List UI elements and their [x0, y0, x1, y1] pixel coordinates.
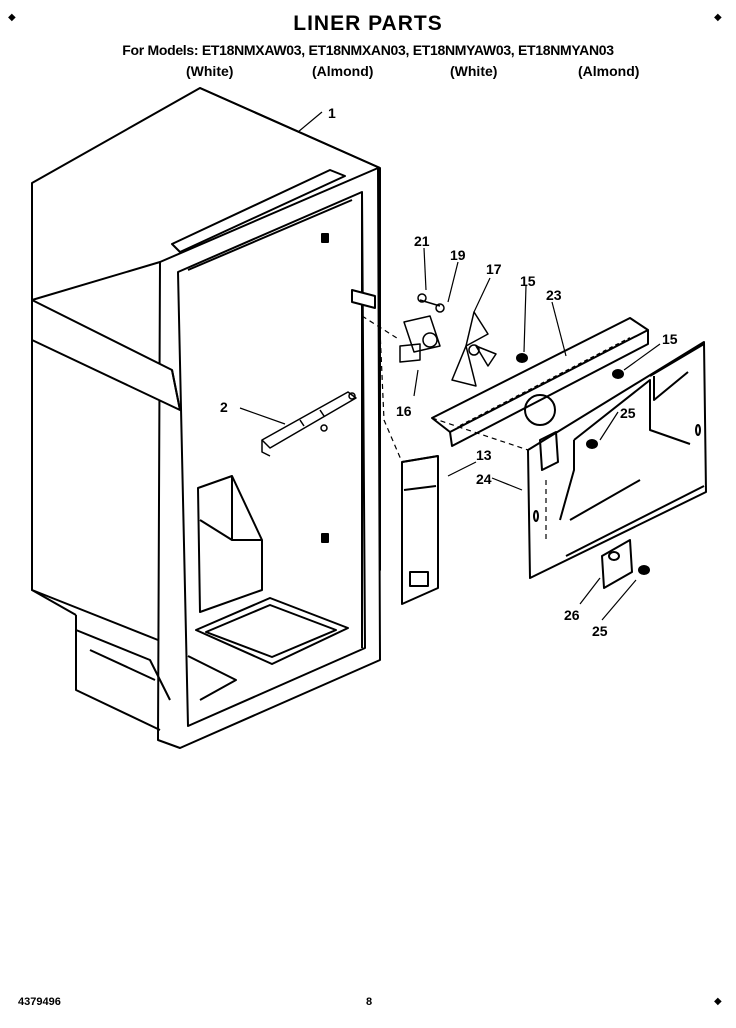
registration-mark: ◆	[714, 12, 722, 23]
callout-label: 15	[662, 331, 678, 347]
callout-label: 19	[450, 247, 466, 263]
callout-label: 21	[414, 233, 430, 249]
model-number: ET18NMXAN03,	[308, 42, 410, 58]
callout-label: 17	[486, 261, 502, 277]
registration-mark: ◆	[714, 996, 722, 1007]
model-color: (White)	[450, 63, 498, 79]
fan-motor	[399, 293, 445, 363]
callout-label: 1	[328, 105, 336, 121]
shelf-rail-bracket	[261, 391, 357, 457]
model-number: ET18NMXAW03,	[201, 42, 305, 58]
model-list: For Models: ET18NMXAW03, ET18NMXAN03, ET…	[0, 42, 736, 58]
models-prefix: For Models:	[122, 42, 199, 58]
model-color: (Almond)	[312, 63, 374, 79]
leader-lines	[239, 111, 661, 621]
refrigerator-liner	[31, 87, 381, 749]
callout-label: 16	[396, 403, 412, 419]
registration-mark: ◆	[8, 12, 16, 23]
page-number: 8	[366, 996, 373, 1008]
callout-label: 2	[220, 399, 228, 415]
document-code: 4379496	[18, 996, 61, 1008]
callout-label: 24	[476, 471, 492, 487]
air-duct	[401, 455, 439, 605]
alignment-lines	[361, 315, 547, 540]
callout-label: 13	[476, 447, 492, 463]
model-color: (White)	[186, 63, 234, 79]
callout-label: 25	[592, 623, 608, 639]
model-number: ET18NMYAW03,	[412, 42, 515, 58]
callout-label: 23	[546, 287, 562, 303]
access-plate	[601, 539, 633, 589]
screw	[516, 353, 650, 575]
callout-labels: 1 2 21 19 17 15 23 15 16 25 13 24 26 25	[220, 105, 678, 639]
fan-blade	[451, 311, 497, 387]
callout-label: 15	[520, 273, 536, 289]
callout-label: 26	[564, 607, 580, 623]
model-color: (Almond)	[578, 63, 640, 79]
rear-panel	[527, 341, 707, 579]
model-number: ET18NMYAN03	[517, 42, 614, 58]
callout-label: 25	[620, 405, 636, 421]
evaporator-grille	[431, 317, 649, 447]
page-title: LINER PARTS	[293, 12, 443, 35]
